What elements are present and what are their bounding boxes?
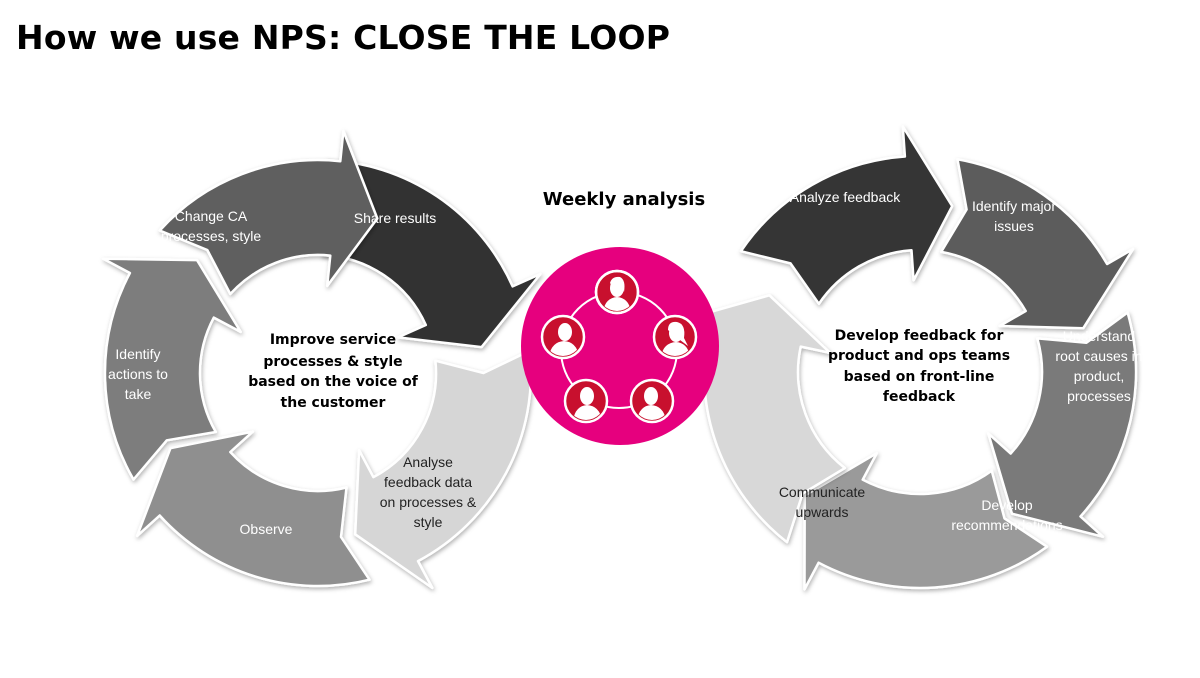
team-member-avatar xyxy=(652,314,698,360)
team-member-avatar xyxy=(563,378,609,424)
step-arrow-analyse-feedback xyxy=(353,349,533,590)
weekly-analysis-graphic xyxy=(521,247,719,445)
step-label-analyze-feedback: Analyze feedback xyxy=(790,189,902,205)
team-member-avatar xyxy=(540,314,586,360)
page-title: How we use NPS: CLOSE THE LOOP xyxy=(16,18,671,57)
team-member-avatar xyxy=(629,378,675,424)
step-arrow-understand-root-causes xyxy=(987,311,1138,538)
step-arrow-observe xyxy=(135,430,371,588)
step-label-observe: Observe xyxy=(240,521,293,537)
weekly-analysis-title: Weekly analysis xyxy=(542,189,706,210)
step-arrow-change-ca xyxy=(158,129,379,296)
step-arrow-share-results xyxy=(320,158,542,349)
step-label-share-results: Share results xyxy=(354,210,436,226)
step-arrow-develop-recommendations xyxy=(803,451,1049,591)
step-arrow-identify-actions xyxy=(101,257,242,481)
team-member-avatar xyxy=(594,269,640,315)
step-arrow-identify-major-issues xyxy=(939,158,1135,330)
step-arrow-analyze-feedback xyxy=(739,125,954,306)
